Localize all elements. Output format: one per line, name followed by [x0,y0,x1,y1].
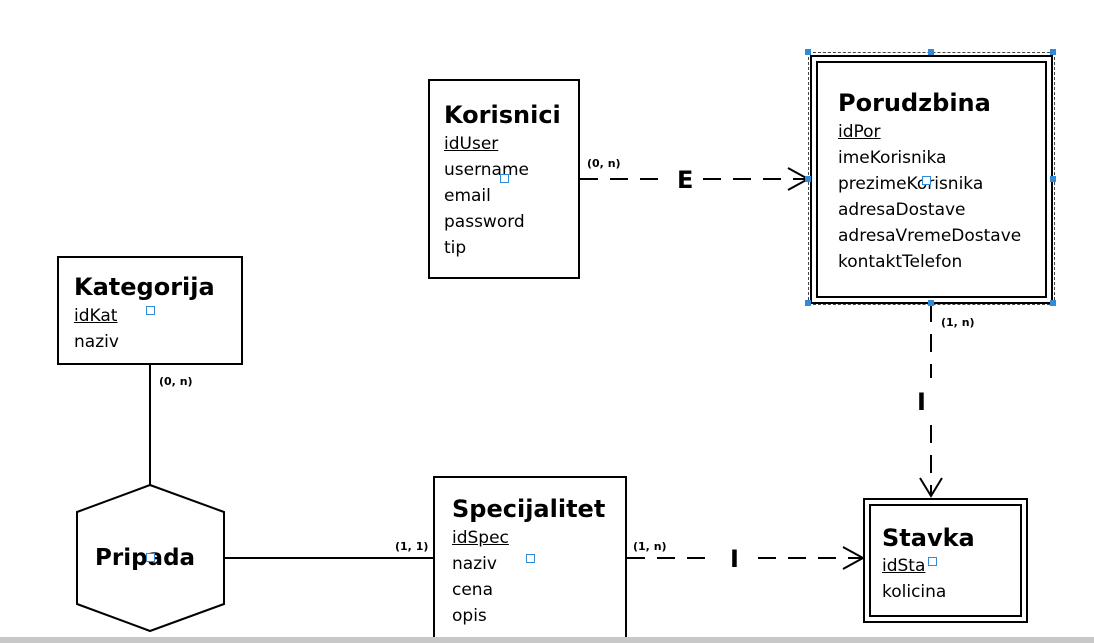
attribute-list: idSpec naziv cena opis [452,525,509,629]
cardinality-specijalitet-stavka: (1, n) [633,540,667,553]
attribute: naziv [452,554,497,574]
window-bottom-edge [0,637,1094,643]
attribute: imeKorisnika [838,148,947,168]
entity-title: Korisnici [444,101,561,129]
attribute: username [444,160,529,180]
weak-entity-inner-border [869,504,1022,617]
relationship-label-korisnici-porudzbina: E [677,166,694,194]
attribute: tip [444,238,467,258]
relationship-label-specijalitet-stavka: I [730,545,739,573]
entity-korisnici[interactable]: Korisnici idUser username email password… [428,79,580,279]
attribute: password [444,212,525,232]
primary-key: idSpec [452,528,509,548]
attribute-list: idUser username email password tip [444,131,529,261]
attribute: kolicina [882,582,947,602]
primary-key: idSta [882,556,926,576]
primary-key: idPor [838,122,881,142]
entity-title: Specijalitet [452,495,606,523]
attribute: cena [452,580,493,600]
cardinality-kategorija: (0, n) [159,375,193,388]
relationship-label-porudzbina-stavka: I [917,388,926,416]
resize-handle-b[interactable] [928,300,934,306]
connection-port[interactable] [922,176,931,185]
connection-port[interactable] [928,557,937,566]
attribute: adresaDostave [838,200,966,220]
arrowhead-stavka-top [919,477,943,498]
entity-title: Stavka [882,524,975,552]
connection-port[interactable] [500,174,509,183]
entity-porudzbina[interactable]: Porudzbina idPor imeKorisnika prezimeKor… [810,55,1053,304]
attribute: prezimeKorisnika [838,174,984,194]
cardinality-korisnici: (0, n) [587,157,621,170]
attribute: adresaVremeDostave [838,226,1022,246]
entity-specijalitet[interactable]: Specijalitet idSpec naziv cena opis [433,476,627,643]
cardinality-porudzbina: (1, n) [941,316,975,329]
attribute-list: idPor imeKorisnika prezimeKorisnika adre… [838,119,1021,275]
attribute: kontaktTelefon [838,252,963,272]
attribute: opis [452,606,487,626]
cardinality-specijalitet-pripada: (1, 1) [395,540,429,553]
entity-stavka[interactable]: Stavka idSta kolicina [863,498,1028,623]
resize-handle-bl[interactable] [805,300,811,306]
connection-port[interactable] [526,554,535,563]
primary-key: idKat [74,306,118,326]
attribute-list: idSta kolicina [882,553,946,605]
attribute-list: idKat naziv [74,303,119,355]
connection-port[interactable] [146,553,155,562]
resize-handle-l[interactable] [805,176,811,182]
resize-handle-t[interactable] [928,49,934,55]
entity-kategorija[interactable]: Kategorija idKat naziv [57,256,243,365]
resize-handle-r[interactable] [1050,176,1056,182]
entity-title: Porudzbina [838,89,991,117]
attribute: email [444,186,491,206]
entity-title: Kategorija [74,273,215,301]
attribute: naziv [74,332,119,352]
resize-handle-br[interactable] [1050,300,1056,306]
weak-entity-inner-border [816,61,1047,298]
resize-handle-tl[interactable] [805,49,811,55]
connection-port[interactable] [146,306,155,315]
relationship-pripada-label: Pripada [95,545,195,571]
primary-key: idUser [444,134,499,154]
resize-handle-tr[interactable] [1050,49,1056,55]
